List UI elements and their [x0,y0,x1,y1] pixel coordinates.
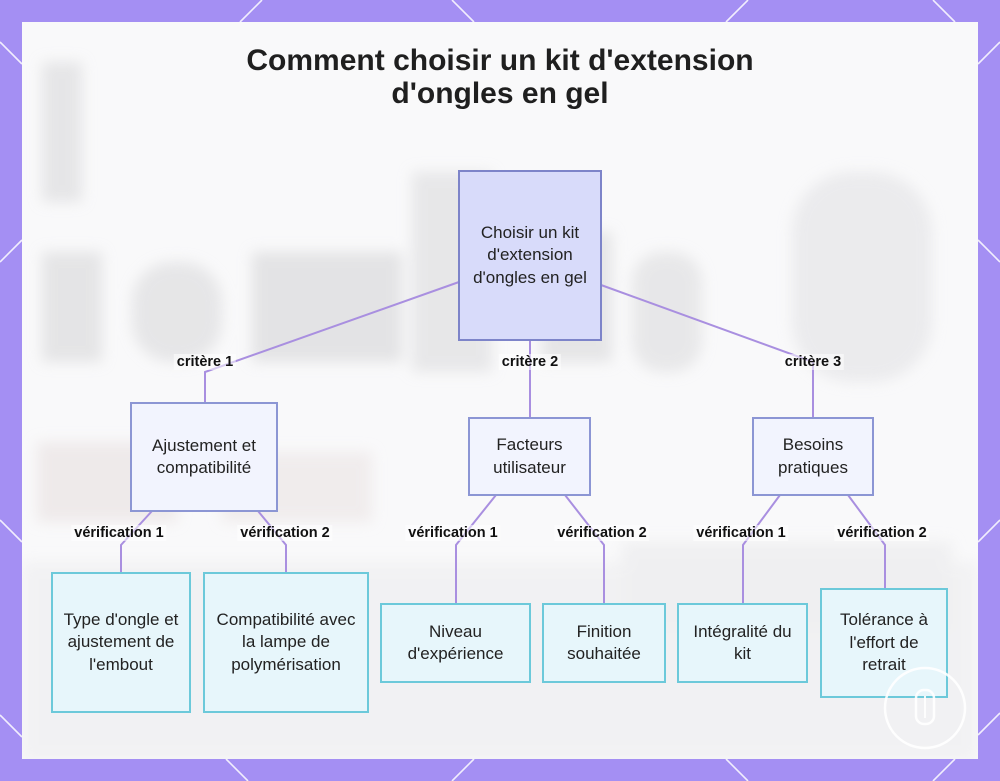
edge-label-criterion-1: critère 1 [173,354,237,370]
branch-node-2-label: Facteurs utilisateur [493,435,566,477]
edge-label-criterion-3: critère 3 [781,354,845,370]
leaf-node-1-1-label: Type d'ongle et ajustement de l'embout [63,609,179,674]
branch-node-1: Ajustement et compatibilité [130,402,278,512]
edge-label-check-3-1: vérification 1 [693,525,789,541]
diagram-title: Comment choisir un kit d'extension d'ong… [0,44,1000,110]
edge-b3-leaf-1 [742,494,781,603]
edge-b1-leaf-1 [120,510,153,572]
leaf-node-3-1: Intégralité du kit [677,603,808,683]
branch-node-1-label: Ajustement et compatibilité [152,435,256,478]
branch-node-3: Besoins pratiques [752,417,874,496]
branch-node-3-label: Besoins pratiques [778,435,848,477]
leaf-node-2-1: Niveau d'expérience [380,603,531,683]
leaf-node-1-2: Compatibilité avec la lampe de polyméris… [203,572,369,713]
edge-label-check-1-1: vérification 1 [71,525,167,541]
root-node: Choisir un kit d'extension d'ongles en g… [458,170,602,341]
leaf-node-2-1-label: Niveau d'expérience [407,621,504,664]
leaf-node-3-2-label: Tolérance à l'effort de retrait [840,610,928,675]
edge-root-branch-3 [600,284,814,417]
edge-label-criterion-2: critère 2 [498,354,562,370]
leaf-node-1-2-label: Compatibilité avec la lampe de polyméris… [216,609,356,674]
root-node-label: Choisir un kit d'extension d'ongles en g… [473,222,587,287]
edge-label-check-2-2: vérification 2 [554,525,650,541]
watermark-logo [883,666,967,750]
branch-node-2: Facteurs utilisateur [468,417,591,496]
title-line-2: d'ongles en gel [391,77,609,110]
edge-b2-leaf-1 [455,494,497,603]
edge-label-check-3-2: vérification 2 [834,525,930,541]
leaf-node-3-1-label: Intégralité du kit [693,621,792,664]
edge-b3-leaf-2 [847,494,886,588]
edge-root-branch-1 [204,281,460,402]
leaf-node-2-2: Finition souhaitée [542,603,666,683]
leaf-node-3-2: Tolérance à l'effort de retrait [820,588,948,698]
edge-label-check-2-1: vérification 1 [405,525,501,541]
edge-b2-leaf-2 [564,494,605,603]
edge-label-check-1-2: vérification 2 [237,525,333,541]
edge-b1-leaf-2 [257,510,287,572]
leaf-node-2-2-label: Finition souhaitée [567,621,641,664]
leaf-node-1-1: Type d'ongle et ajustement de l'embout [51,572,191,713]
title-line-1: Comment choisir un kit d'extension [246,44,754,77]
